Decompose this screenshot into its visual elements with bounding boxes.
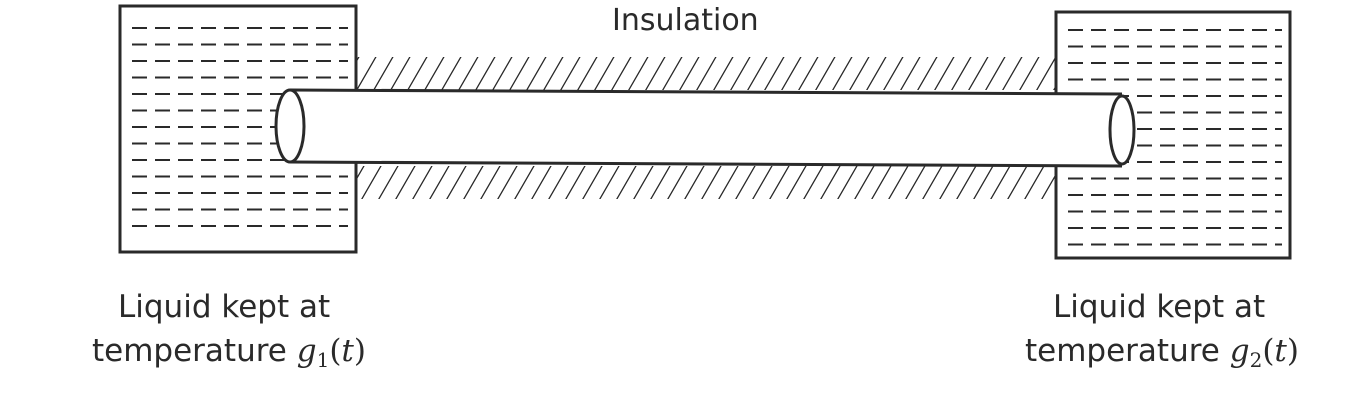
insulation-top [356,57,1056,90]
left-label-line2: temperature g1(t) [92,330,366,381]
left-temperature-symbol: g1(t) [296,333,366,372]
right-label-line2: temperature g2(t) [1025,330,1299,381]
rod-body [290,90,1122,166]
right-label-line1: Liquid kept at [1053,289,1266,325]
rod-left-end [274,88,306,164]
rod-right-end [1108,94,1136,166]
right-label-prefix: temperature [1025,333,1220,369]
right-temperature-symbol: g2(t) [1229,333,1299,372]
insulation-label: Insulation [612,3,759,38]
insulation-bottom [356,166,1056,199]
left-label-line1: Liquid kept at [118,289,331,325]
left-liquid-surface-lines [132,27,348,227]
left-label-prefix: temperature [92,333,287,369]
rod [274,88,1136,168]
